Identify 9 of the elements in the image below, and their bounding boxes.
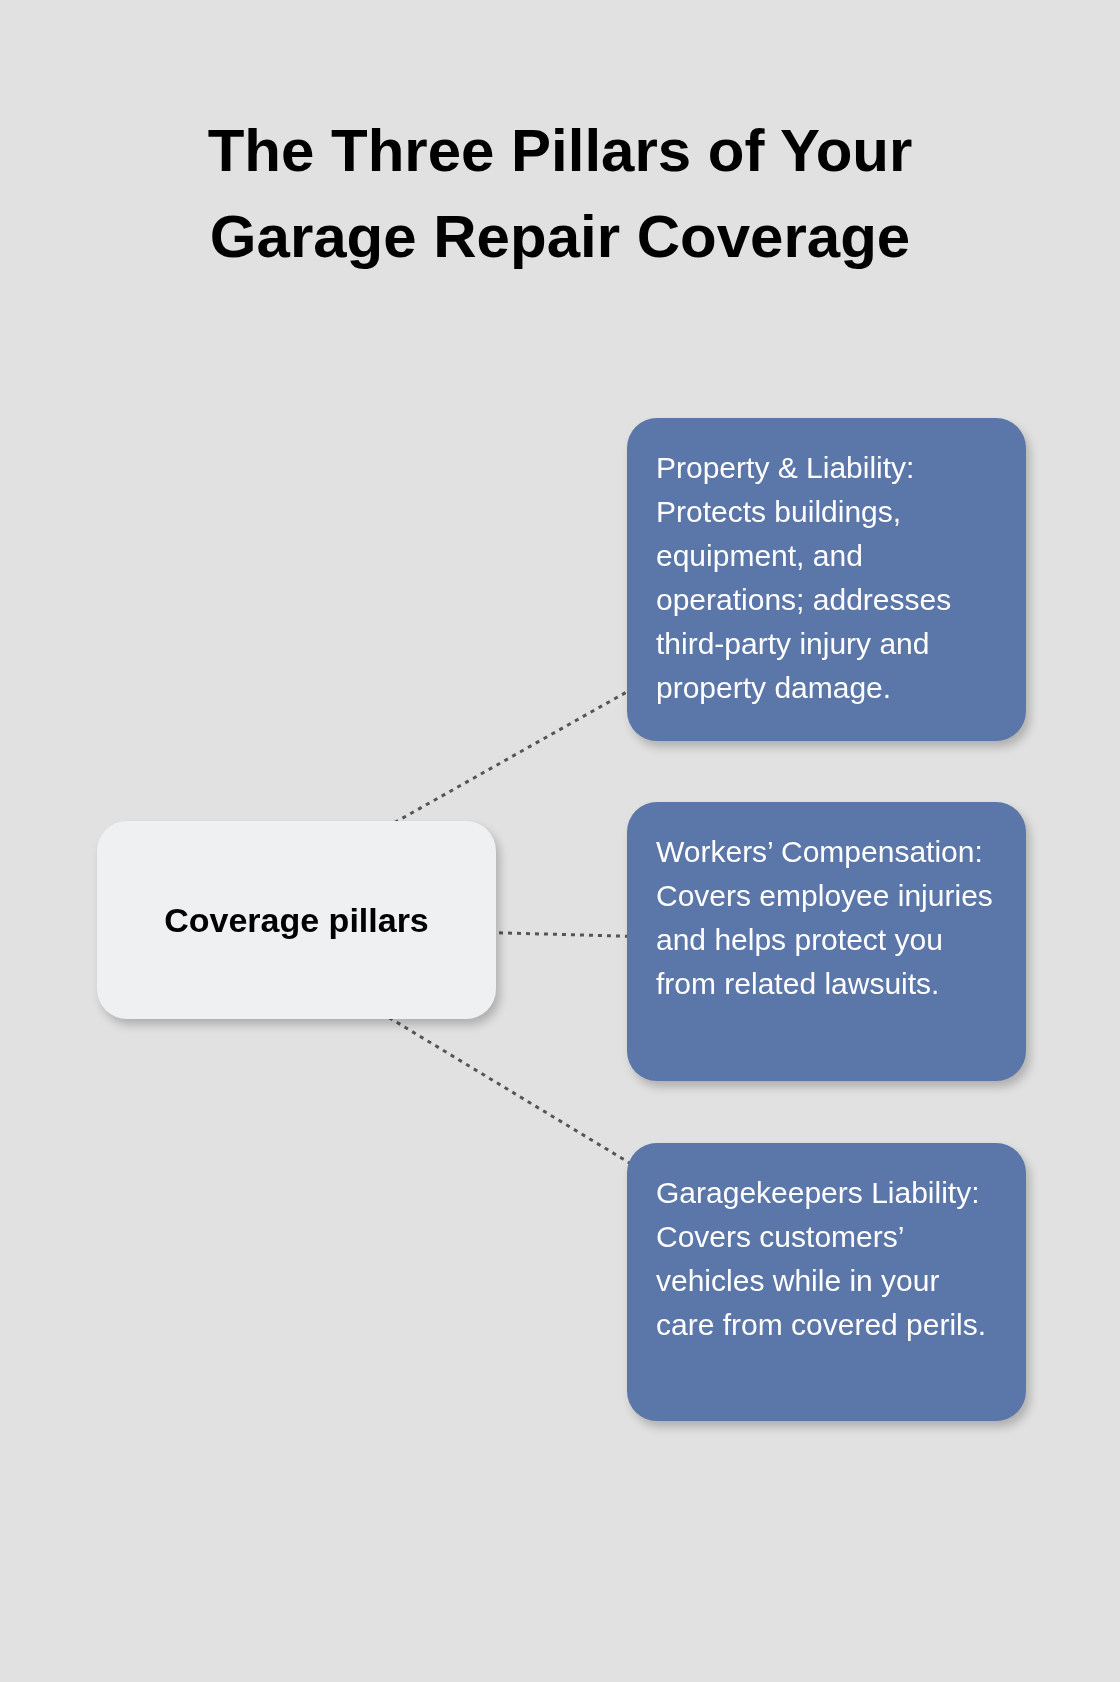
node-text: Property & Liability: Protects buildings, equipment, and operations; addresses third-party injury and property damage.: [656, 450, 953, 706]
topic-box: [97, 821, 496, 1019]
coverage-box: [627, 418, 1026, 741]
title: The Three Pillars of Your Garage Repair Coverage: [206, 116, 914, 272]
coverage-box: [627, 802, 1026, 1081]
coverage-box: [627, 1143, 1026, 1421]
node-text: Coverage pillars: [164, 900, 429, 940]
node-text: Workers’ Compensation: Covers employee injuries and helps protect you from related lawsuits.: [656, 834, 994, 1002]
node-text: Garagekeepers Liability: Covers customers’ vehicles while in your care from covered perils.: [656, 1175, 988, 1343]
